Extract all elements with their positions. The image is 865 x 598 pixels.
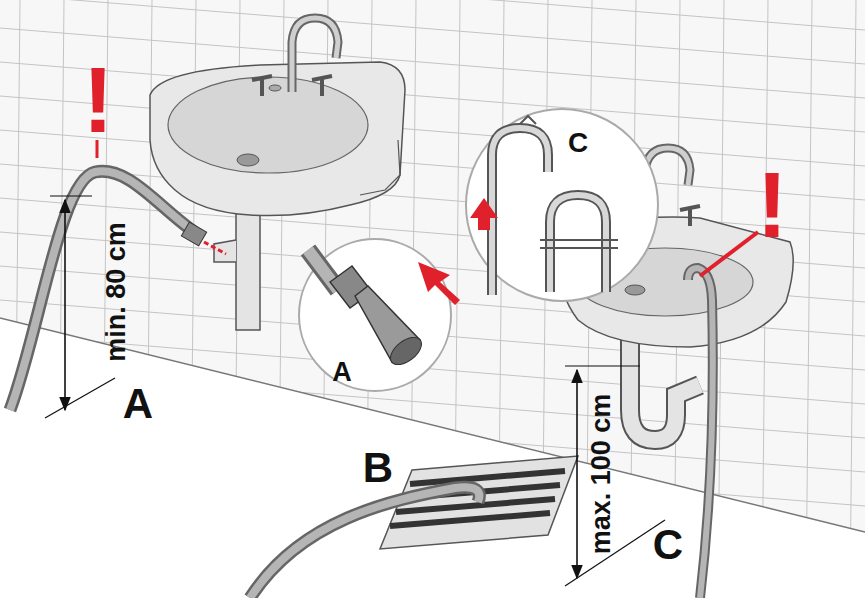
hose-guide-fill (492, 128, 548, 295)
extension-line (565, 365, 640, 366)
dimension-label: max. 100 cm (588, 394, 615, 555)
warning-mark: ! (83, 54, 114, 146)
inset-circle (299, 239, 451, 391)
pipe-branch (214, 240, 236, 262)
hose-guide (550, 195, 606, 292)
dimension-line (64, 200, 66, 410)
basin-drain (237, 154, 259, 166)
detail-inset (466, 109, 658, 301)
basin-side (360, 140, 400, 195)
tile-joint (0, 572, 865, 598)
drain-hose-fill (10, 171, 200, 410)
direction-arrow (418, 262, 460, 305)
hose-opening (386, 332, 427, 370)
taps (252, 76, 332, 96)
drain-hose-fill (250, 487, 479, 598)
warning-mark: ! (757, 159, 788, 251)
warning-line (700, 232, 758, 276)
basin-drain (625, 285, 645, 295)
tiled-wall (0, 0, 865, 532)
detail-inset (299, 239, 460, 391)
detail-letter: C (568, 129, 588, 157)
hose-guide-fill (550, 195, 606, 292)
tile-joint (146, 0, 152, 598)
drain-pipe (236, 212, 260, 330)
drain-hose (10, 171, 200, 410)
tile-joint (0, 96, 865, 166)
tile-joint (14, 0, 20, 598)
tile-joint (0, 28, 865, 98)
tile-joint (806, 0, 812, 598)
tile-joint (0, 0, 865, 64)
basin-bowl (168, 77, 368, 173)
extension-line (45, 378, 115, 418)
detail-letter: A (332, 359, 352, 386)
hanger (520, 116, 536, 124)
inset-circle (466, 109, 658, 301)
drain-hose-fill (688, 268, 713, 598)
tile-joint (0, 62, 865, 132)
drain-hose (250, 487, 479, 598)
drain-hose (688, 268, 713, 598)
dimension-label: min. 80 cm (103, 222, 130, 362)
detail-letter: C (653, 524, 683, 566)
tile-joint (0, 130, 865, 200)
tile-joint (58, 0, 64, 598)
direction-arrow (470, 198, 498, 230)
basin (150, 62, 405, 216)
extension-line (565, 520, 665, 586)
tile-joint (0, 538, 865, 598)
extension-line (50, 195, 92, 196)
tile-joint (0, 368, 865, 438)
clip (540, 240, 618, 248)
dimension-line (576, 370, 578, 578)
detail-letter: A (123, 383, 153, 425)
hose-guide (492, 128, 548, 295)
tile-joint (850, 0, 856, 598)
overflow (269, 85, 281, 91)
detail-letter: B (363, 447, 393, 489)
connection-mark (204, 242, 226, 254)
hose-coupling (181, 222, 206, 246)
